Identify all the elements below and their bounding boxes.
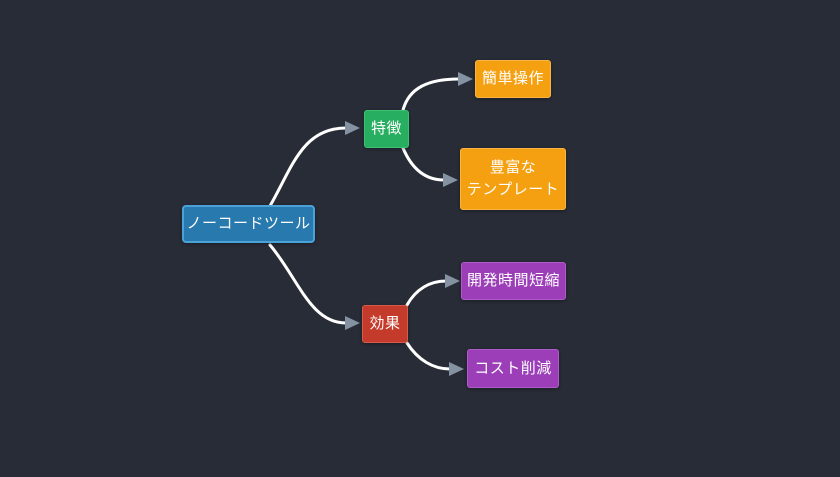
node-dev-time-reduction[interactable]: 開発時間短縮: [461, 262, 566, 300]
node-cost-reduction-label: コスト削減: [474, 359, 552, 377]
arrowhead-effects-icon: [345, 316, 360, 330]
node-easy-operation[interactable]: 簡単操作: [475, 60, 551, 98]
node-easy-operation-label: 簡単操作: [481, 70, 544, 88]
node-rich-templates-label: 豊富な テンプレート: [466, 159, 560, 198]
connector-features-easy-operation: [401, 77, 461, 112]
node-dev-time-reduction-label: 開発時間短縮: [466, 272, 560, 290]
node-features[interactable]: 特徴: [364, 110, 409, 148]
node-rich-templates[interactable]: 豊富な テンプレート: [460, 148, 566, 210]
connector-effects-cost-reduction: [405, 341, 452, 371]
arrowhead-easy-operation-icon: [458, 72, 473, 86]
connector-features-rich-templates: [401, 146, 446, 182]
node-root[interactable]: ノーコードツール: [182, 205, 315, 243]
arrowhead-cost-reduction-icon: [449, 362, 464, 376]
arrowhead-features-icon: [345, 121, 360, 135]
node-cost-reduction[interactable]: コスト削減: [467, 349, 559, 388]
connector-root-features: [268, 126, 348, 208]
connector-effects-dev-time: [405, 279, 448, 307]
node-effects[interactable]: 効果: [362, 305, 408, 343]
arrowhead-rich-templates-icon: [443, 173, 458, 187]
arrowhead-dev-time-icon: [445, 274, 460, 288]
node-effects-label: 効果: [369, 315, 401, 333]
node-root-label: ノーコードツール: [186, 215, 311, 233]
connector-root-effects: [268, 243, 348, 325]
node-features-label: 特徴: [370, 120, 402, 138]
